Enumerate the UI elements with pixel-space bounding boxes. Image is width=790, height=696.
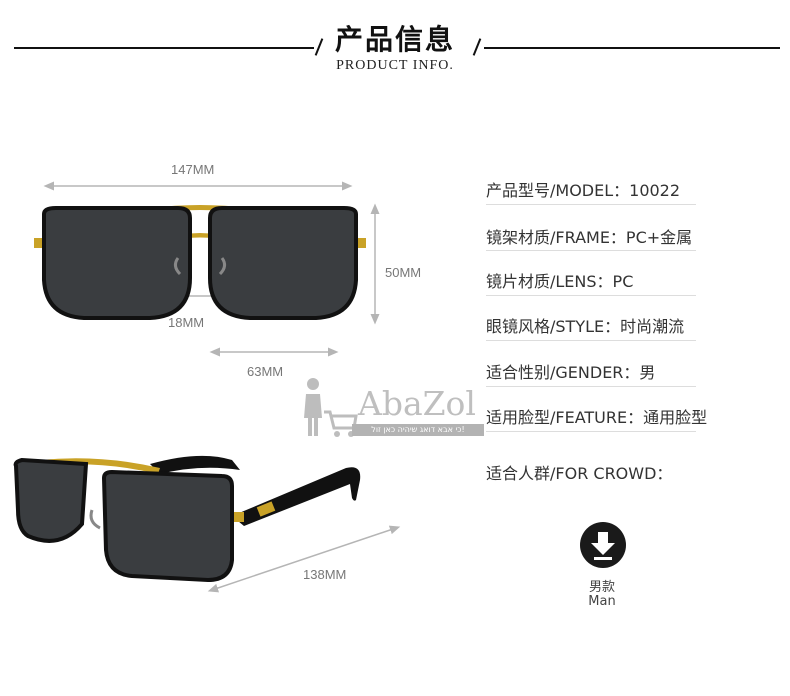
spec-feature: 适用脸型/FEATURE：通用脸型 [486,408,708,427]
lens-width-label: 63MM [247,364,284,379]
spec-divider [486,250,696,251]
spec-gender: 适合性别/GENDER：男 [486,363,656,382]
header-rule-right [484,47,780,49]
spec-divider [486,204,696,205]
spec-style: 眼镜风格/STYLE：时尚潮流 [486,317,685,336]
spec-divider [486,295,696,296]
temple-length-label: 138MM [303,567,347,582]
bridge-label: 18MM [168,315,205,330]
gender-label-en: Man [588,594,616,609]
page-title: 产品信息 [334,23,455,56]
watermark-brand: AbaZol [358,384,476,423]
front-view-illustration [34,181,380,357]
header-rule-left [14,47,314,49]
page-subtitle: PRODUCT INFO. [336,58,454,73]
lens-height-label: 50MM [385,265,422,280]
arrow-down-circle-icon [580,522,626,568]
watermark-shopper-icon [304,378,358,437]
spec-crowd: 适合人群/FOR CROWD： [486,464,673,483]
spec-divider [486,386,696,387]
spec-divider [486,431,696,432]
temple-length-arrow [207,525,401,593]
gender-label-cn: 男款 [588,580,615,595]
spec-lens: 镜片材质/LENS：PC [486,272,634,291]
watermark-tagline: כי אבא דואג שיהיה כאן זול! [352,424,484,436]
spec-frame: 镜架材质/FRAME：PC+金属 [486,228,693,247]
spec-divider [486,340,696,341]
side-view-illustration [13,455,401,593]
spec-model: 产品型号/MODEL：10022 [486,181,681,200]
total-width-label: 147MM [171,162,215,177]
